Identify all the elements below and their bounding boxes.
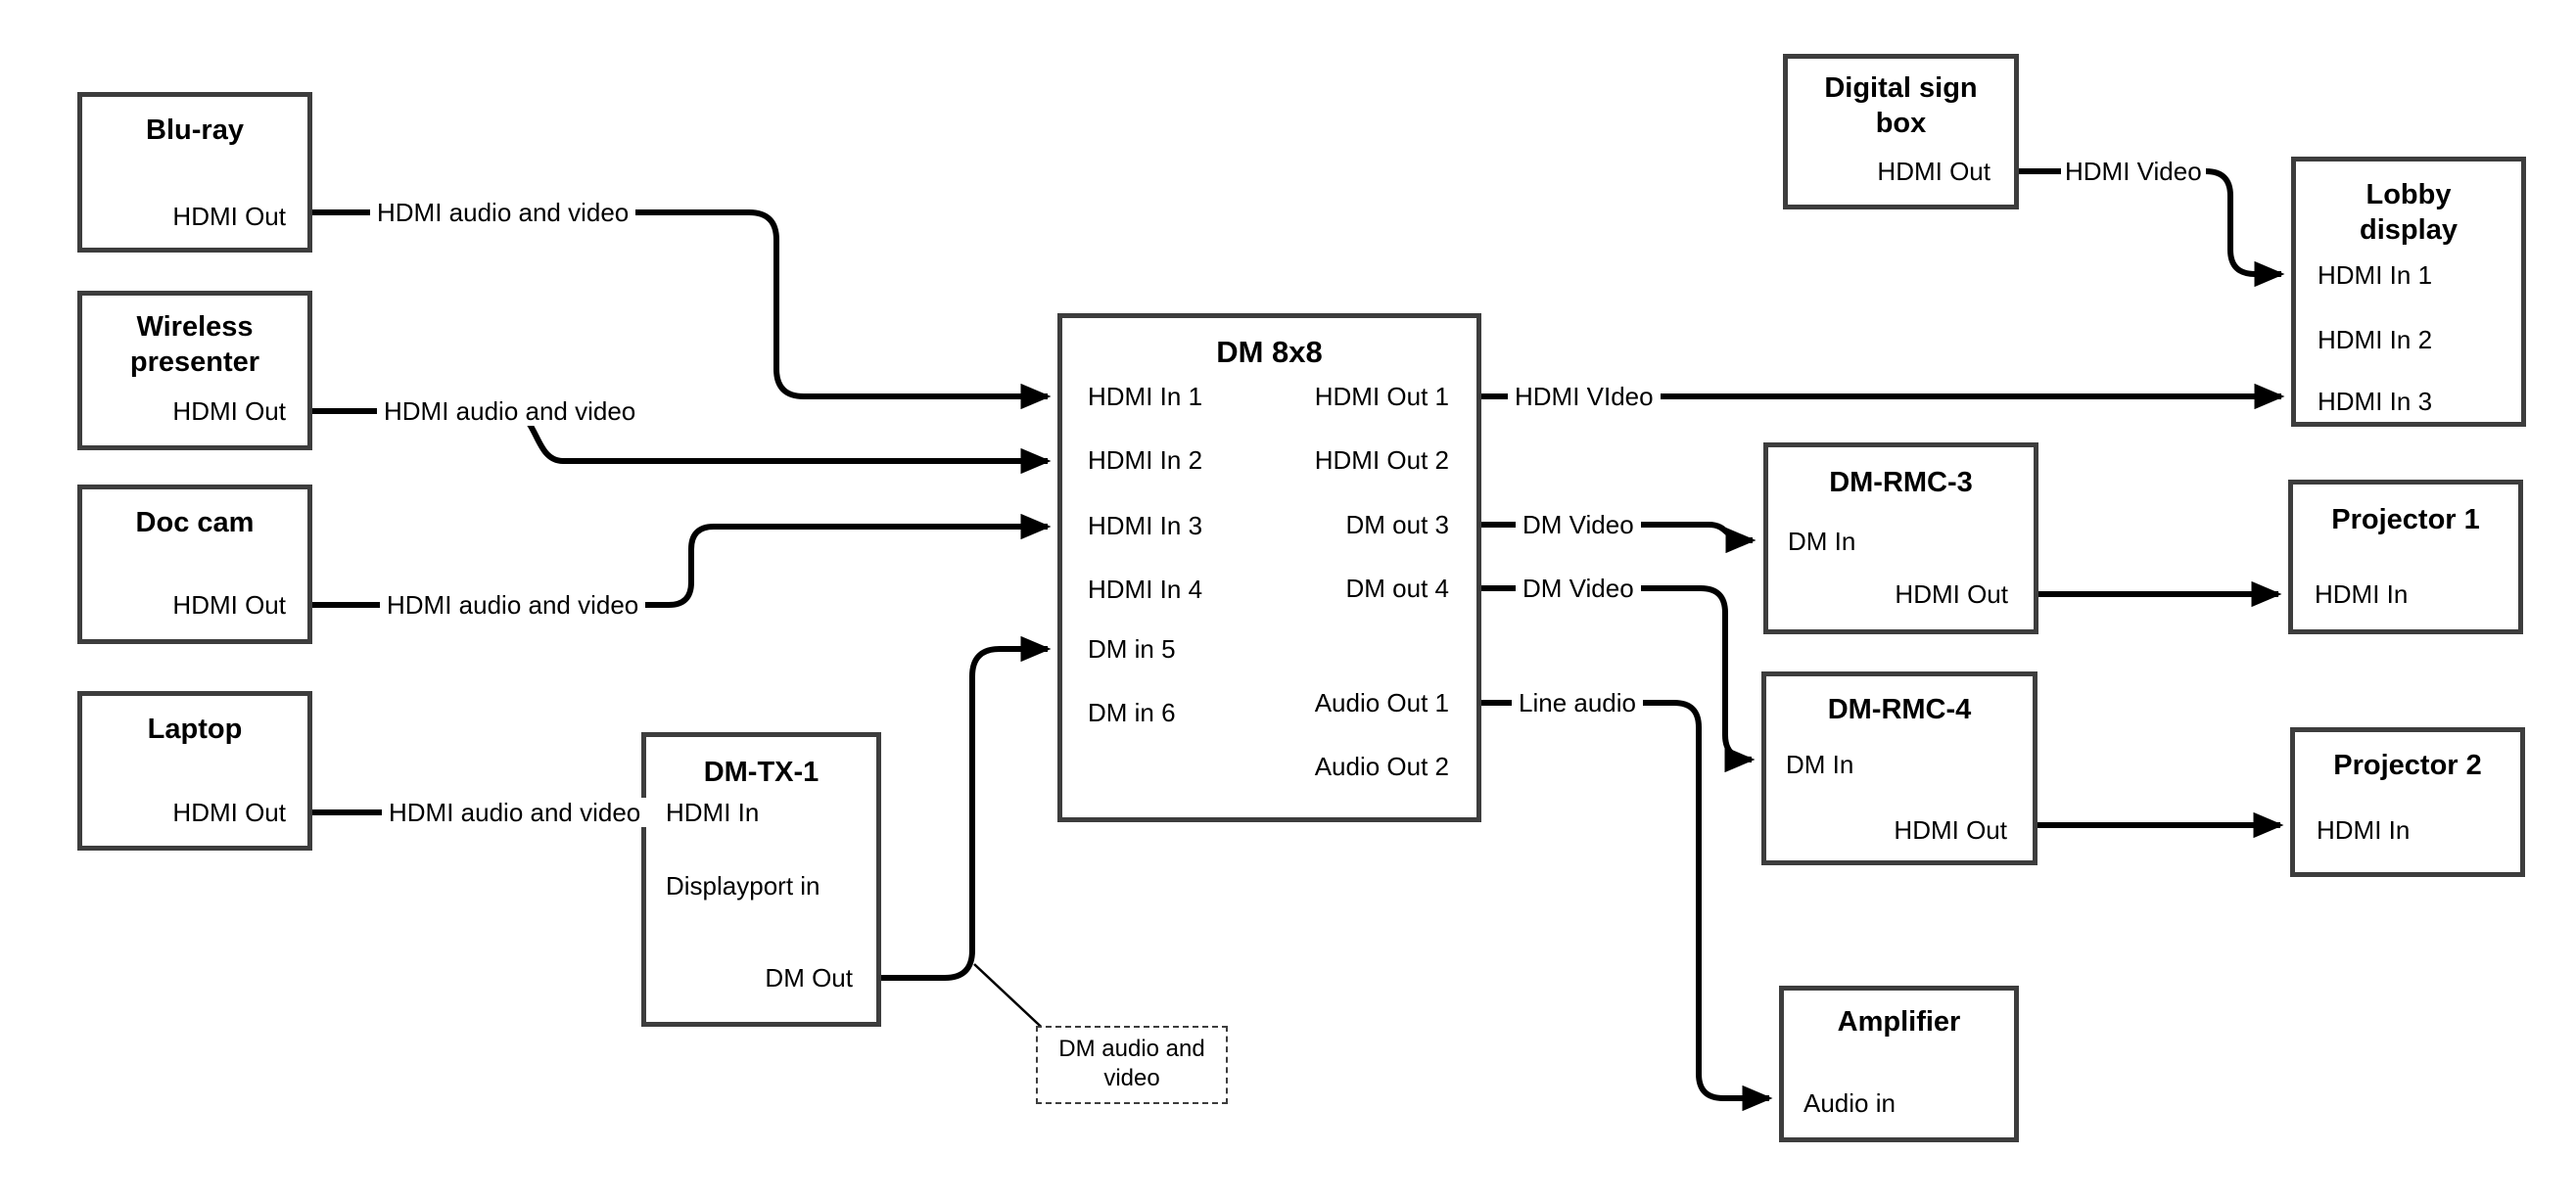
node-projector-2: Projector 2 HDMI In (2290, 727, 2525, 877)
connection-label-digitalsign: HDMI Video (2061, 157, 2206, 186)
connector-dmtx1-dmout-to-dm8x8-dmin5 (881, 635, 1052, 981)
port-hdmi-in-1: HDMI In 1 (1088, 382, 1203, 411)
node-dm-8x8: DM 8x8 HDMI In 1 HDMI In 2 HDMI In 3 HDM… (1057, 313, 1481, 822)
port-dm-out: DM Out (765, 963, 853, 993)
port-hdmi-in-2: HDMI In 2 (2318, 325, 2433, 354)
node-laptop: Laptop HDMI Out (77, 691, 312, 851)
node-amplifier: Amplifier Audio in (1779, 986, 2019, 1142)
connector-dm8x8-dmout4-to-dmrmc4-dm-in (1481, 585, 1756, 773)
port-audio-in: Audio in (1803, 1088, 1896, 1118)
port-hdmi-out: HDMI Out (172, 202, 286, 231)
connector-doccam-to-dm8x8-hdmi-in3 (312, 513, 1052, 608)
port-hdmi-in: HDMI In (2315, 579, 2409, 609)
node-title: Doc cam (135, 507, 255, 538)
node-title: Laptop (147, 714, 243, 745)
connection-label-hdmi-out-1: HDMI VIdeo (1508, 382, 1661, 411)
node-wireless-presenter: Wireless presenter HDMI Out (77, 291, 312, 450)
port-hdmi-out-1: HDMI Out 1 (1314, 382, 1449, 411)
port-hdmi-out: HDMI Out (172, 396, 286, 426)
node-title: Digital sign box (1824, 72, 1978, 139)
node-lobby-display: Lobby display HDMI In 1 HDMI In 2 HDMI I… (2291, 157, 2526, 427)
port-audio-out-1: Audio Out 1 (1314, 688, 1449, 717)
annotation-dm-audio-video: DM audio and video (1036, 1026, 1228, 1104)
port-hdmi-in-4: HDMI In 4 (1088, 575, 1203, 604)
port-displayport-in: Displayport in (666, 871, 820, 901)
callout-pointer-line (973, 963, 1054, 1039)
node-title: Blu-ray (146, 115, 244, 146)
node-title: Wireless presenter (129, 311, 260, 378)
connection-label-audio-out-1: Line audio (1512, 688, 1643, 717)
node-title: DM-RMC-3 (1829, 467, 1973, 498)
port-hdmi-in: HDMI In (2317, 815, 2411, 845)
connection-label-doccam: HDMI audio and video (380, 590, 646, 620)
node-dm-rmc-4: DM-RMC-4 DM In HDMI Out (1761, 671, 2037, 865)
node-title: DM 8x8 (1216, 335, 1323, 369)
connector-dm8x8-dmout3-to-dmrmc3-dm-in (1481, 522, 1756, 554)
node-blu-ray: Blu-ray HDMI Out (77, 92, 312, 253)
node-doc-cam: Doc cam HDMI Out (77, 485, 312, 644)
port-dm-in: DM In (1788, 527, 1856, 556)
port-audio-out-2: Audio Out 2 (1314, 752, 1449, 781)
connector-dm8x8-audioout1-to-amplifier (1481, 700, 1773, 1112)
port-hdmi-out: HDMI Out (172, 590, 286, 620)
port-hdmi-in-3: HDMI In 3 (1088, 511, 1203, 540)
connector-bluray-to-dm8x8-hdmi-in1 (312, 209, 1052, 410)
node-title: DM-RMC-4 (1827, 694, 1972, 725)
port-hdmi-in-3: HDMI In 3 (2318, 387, 2433, 416)
connection-label-wireless: HDMI audio and video (377, 396, 643, 426)
node-title: Projector 1 (2331, 504, 2480, 535)
port-hdmi-in-1: HDMI In 1 (2318, 260, 2433, 290)
port-dm-in-6: DM in 6 (1088, 698, 1176, 727)
port-hdmi-out: HDMI Out (172, 798, 286, 827)
port-hdmi-out: HDMI Out (1895, 579, 2008, 609)
port-hdmi-out: HDMI Out (1877, 157, 1991, 186)
node-projector-1: Projector 1 HDMI In (2288, 480, 2523, 634)
connection-label-dm-out-4: DM Video (1516, 574, 1641, 603)
connection-label-bluray: HDMI audio and video (370, 198, 636, 227)
node-dm-tx-1: DM-TX-1 HDMI In Displayport in DM Out (641, 732, 881, 1027)
node-title: Lobby display (2360, 179, 2458, 246)
node-digital-sign-box: Digital sign box HDMI Out (1783, 54, 2019, 209)
port-dm-out-4: DM out 4 (1345, 574, 1450, 603)
port-hdmi-in-2: HDMI In 2 (1088, 445, 1203, 475)
port-dm-in: DM In (1786, 750, 1854, 779)
connection-label-dm-out-3: DM Video (1516, 510, 1641, 539)
port-hdmi-out: HDMI Out (1894, 815, 2007, 845)
node-title: Projector 2 (2333, 750, 2482, 781)
node-title: DM-TX-1 (703, 757, 820, 788)
port-dm-in-5: DM in 5 (1088, 634, 1176, 664)
node-title: Amplifier (1837, 1006, 1961, 1038)
port-hdmi-in: HDMI In (666, 798, 760, 827)
port-hdmi-out-2: HDMI Out 2 (1314, 445, 1449, 475)
port-dm-out-3: DM out 3 (1345, 510, 1450, 539)
node-dm-rmc-3: DM-RMC-3 DM In HDMI Out (1763, 442, 2038, 634)
connector-digitalsign-to-lobby-hdmi-in1 (2019, 168, 2285, 288)
connection-label-laptop: HDMI audio and video (382, 798, 648, 827)
